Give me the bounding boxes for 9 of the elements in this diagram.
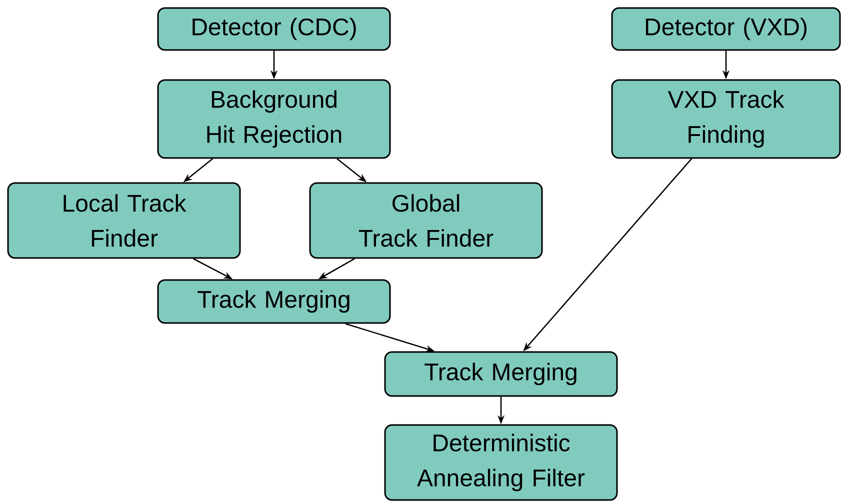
process-box: Detector (CDC) [157, 7, 391, 51]
process-box: Local Track Finder [7, 182, 241, 259]
process-box: Global Track Finder [309, 182, 543, 259]
process-box: Detector (VXD) [611, 7, 841, 51]
process-box: VXD Track Finding [611, 79, 841, 159]
process-box: Deterministic Annealing Filter [384, 424, 618, 501]
process-box: Track Merging [157, 279, 391, 324]
process-box: Track Merging [384, 351, 618, 397]
process-box: Background Hit Rejection [157, 79, 391, 159]
